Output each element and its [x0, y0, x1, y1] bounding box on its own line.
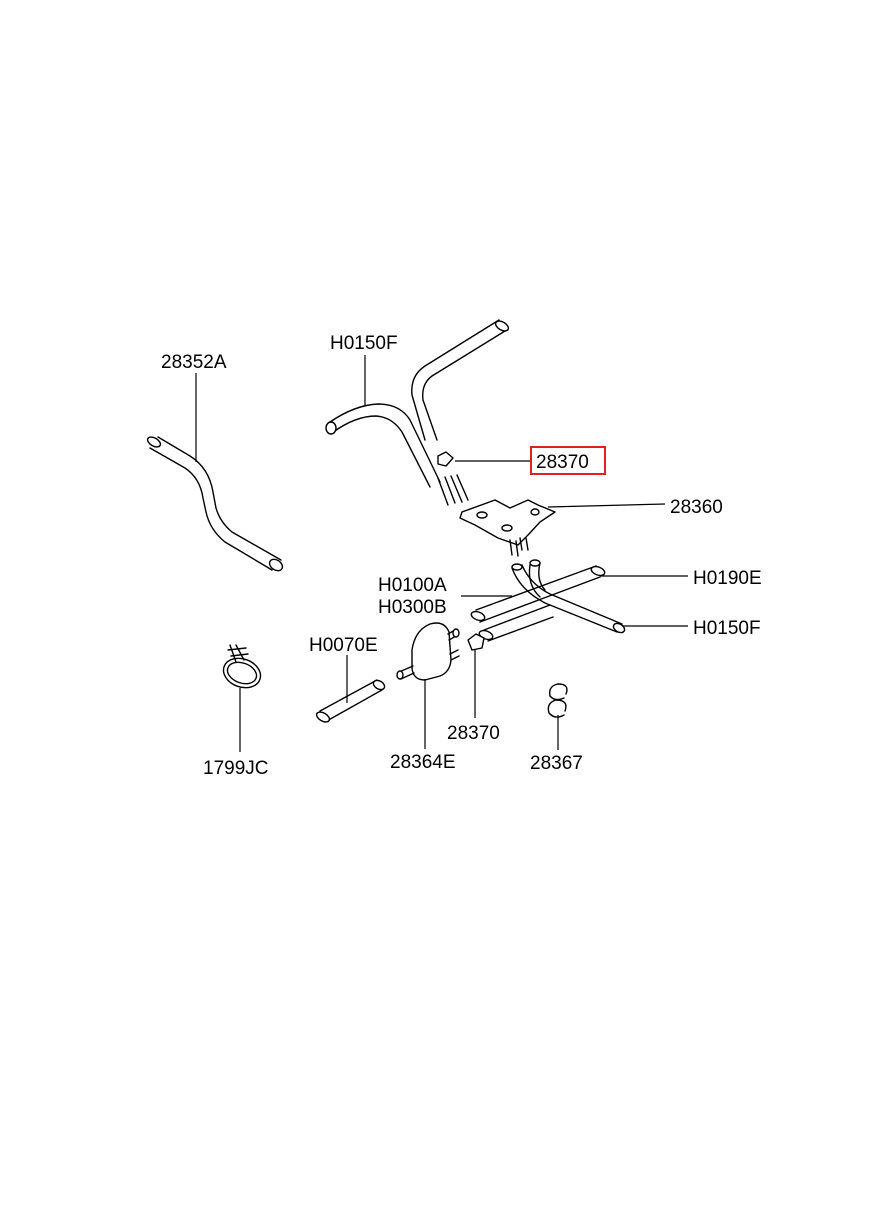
- callout-28360[interactable]: 28360: [670, 497, 723, 518]
- hose-H0150F-right[interactable]: [511, 559, 626, 634]
- clip-28367[interactable]: [547, 683, 568, 718]
- callout-H0300B[interactable]: H0300B: [378, 597, 447, 618]
- hose-H0190E[interactable]: [470, 565, 606, 623]
- callout-28370-highlight-box: [530, 446, 606, 475]
- callout-28364E[interactable]: 28364E: [390, 752, 456, 773]
- hose-H0150F-top[interactable]: [325, 403, 441, 488]
- clamp-1799JC[interactable]: [219, 644, 264, 693]
- cap-28370-bottom[interactable]: [467, 633, 485, 651]
- cap-28370-top[interactable]: [437, 451, 454, 467]
- callout-H0070E[interactable]: H0070E: [309, 635, 378, 656]
- callout-28370-top[interactable]: 28370: [536, 452, 589, 473]
- leader-28360: [547, 503, 666, 508]
- filter-28364E[interactable]: [396, 622, 460, 681]
- callout-1799JC[interactable]: 1799JC: [203, 758, 269, 779]
- callout-28352A[interactable]: 28352A: [161, 352, 227, 373]
- hose-H0070E[interactable]: [315, 679, 386, 724]
- hose-H0100A[interactable]: [478, 604, 554, 642]
- callout-H0150F-top[interactable]: H0150F: [330, 333, 398, 354]
- callout-H0190E[interactable]: H0190E: [693, 568, 762, 589]
- callout-H0100A[interactable]: H0100A: [378, 575, 447, 596]
- hose-28352A[interactable]: [146, 435, 285, 573]
- hose-upper-right[interactable]: [411, 319, 510, 441]
- callout-28370-bottom[interactable]: 28370: [447, 723, 500, 744]
- callout-28367[interactable]: 28367: [530, 753, 583, 774]
- bracket-28360[interactable]: [437, 474, 556, 557]
- callout-H0150F-right[interactable]: H0150F: [693, 618, 761, 639]
